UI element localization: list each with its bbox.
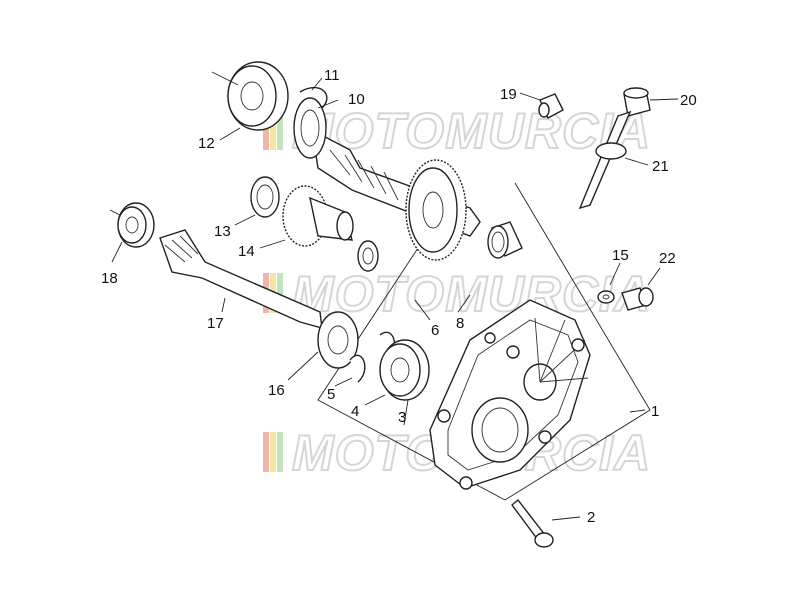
circlip-5 (349, 354, 366, 383)
callout-2: 2 (587, 509, 595, 526)
washer-14b (357, 240, 379, 272)
bearing-12 (227, 61, 289, 131)
large-driven-gear (405, 159, 467, 261)
callout-labels: 1 2 3 4 5 6 8 10 11 12 13 14 15 16 17 18… (101, 67, 697, 526)
leader-lines (109, 71, 679, 521)
callout-22: 22 (659, 250, 676, 267)
watermark-stripe-red (263, 432, 269, 472)
watermark-stripe-green (277, 110, 283, 150)
callout-12: 12 (198, 135, 215, 152)
watermark-brand-text: MOTOMURCIA (292, 103, 651, 159)
callout-4: 4 (351, 403, 359, 420)
watermark-top: MOTOMURCIA (263, 102, 651, 160)
drain-plug-22 (621, 287, 654, 311)
callout-17: 17 (207, 315, 224, 332)
circlip-11 (299, 86, 328, 109)
intermediate-gear-14 (282, 185, 354, 247)
callout-1: 1 (651, 403, 659, 420)
callout-16: 16 (268, 382, 285, 399)
bearing-18 (117, 202, 155, 248)
seal-16 (317, 311, 359, 369)
transmission-cover-1 (429, 299, 591, 490)
callout-6: 6 (431, 322, 439, 339)
callout-20: 20 (680, 92, 697, 109)
callout-11: 11 (324, 67, 340, 84)
washer-13 (250, 176, 280, 218)
watermark-brand-text: MOTOMURCIA (292, 266, 651, 322)
callout-13: 13 (214, 223, 231, 240)
callout-3: 3 (398, 409, 406, 426)
watermark-stripe-yellow (270, 432, 276, 472)
callout-14: 14 (238, 243, 255, 260)
callout-10: 10 (348, 91, 365, 108)
watermark-stripe-green (277, 273, 283, 313)
o-ring-21 (595, 142, 627, 160)
callout-8: 8 (456, 315, 464, 332)
callout-19: 19 (500, 86, 517, 103)
watermark-middle: MOTOMURCIA (263, 265, 651, 323)
callout-18: 18 (101, 270, 118, 287)
callout-15: 15 (612, 247, 629, 264)
watermark-stripe-yellow (270, 110, 276, 150)
callout-5: 5 (327, 386, 335, 403)
oil-dipstick-20 (578, 87, 651, 210)
bearing-4 (379, 339, 430, 401)
washer-15 (597, 290, 615, 304)
watermark-stripe-red (263, 110, 269, 150)
needle-bearing-8 (487, 221, 523, 259)
washer-10 (293, 97, 327, 159)
watermark-stripe-green (277, 432, 283, 472)
fitting-19 (538, 93, 564, 119)
bolt-2 (511, 498, 554, 548)
callout-21: 21 (652, 158, 669, 175)
